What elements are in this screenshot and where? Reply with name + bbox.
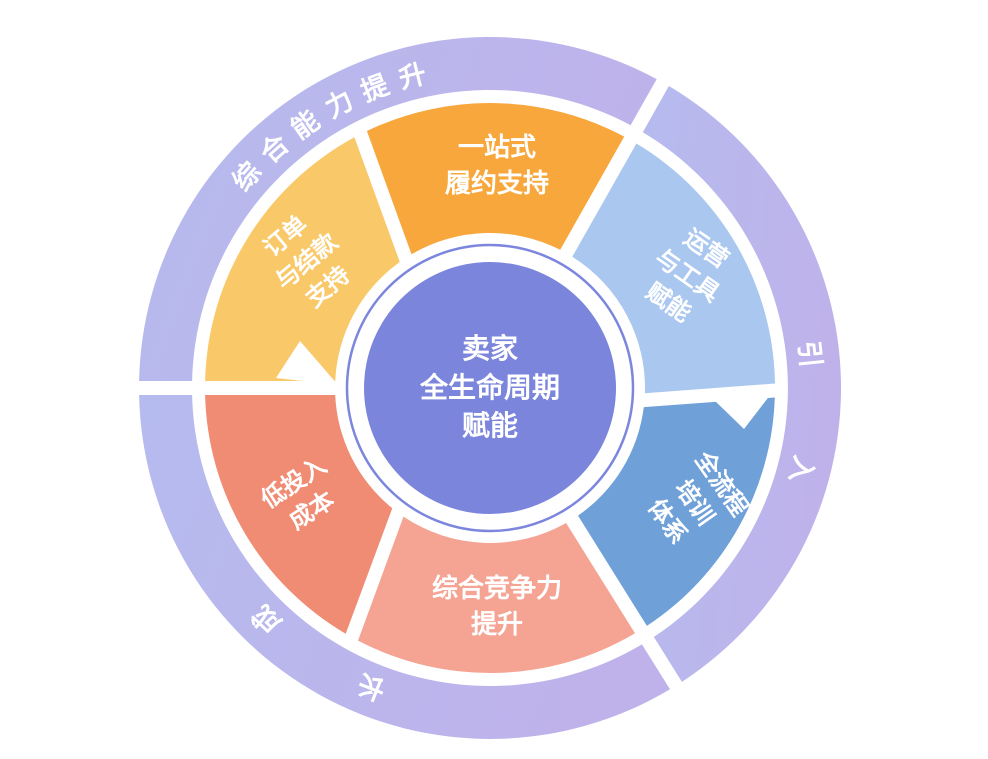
outer-arc-growth [139,395,671,739]
segment-low-cost [205,395,393,634]
segment-label-competitiveness: 综合竞争力提升 [432,571,562,643]
center-circle [364,262,616,514]
segment-label-fulfillment: 一站式履约支持 [445,130,549,202]
label-line: 一站式 [457,132,537,163]
outer-ring [139,37,842,739]
segment-operations [572,143,775,394]
flow-arrow-into-orders [276,341,338,385]
segment-fulfillment [366,103,625,255]
flow-arrows [276,341,774,429]
segment-orders [205,137,400,381]
flow-arrow-into-training [714,390,774,429]
outer-label-char: 引 [793,339,827,370]
label-line: 提升 [470,609,524,639]
label-line: 卖家 [461,333,519,365]
outer-arc-capability [139,37,657,382]
segment-training [578,397,775,626]
label-line: 赋能 [461,410,519,442]
outer-arc-onboarding [642,86,842,682]
center-label: 卖家全生命周期赋能 [420,330,560,446]
center-accent-ring [345,243,635,533]
label-line: 全生命周期 [419,371,561,403]
segment-competitiveness [358,516,635,673]
middle-ring-segments [205,103,775,673]
label-line: 履约支持 [444,168,550,198]
label-line: 综合竞争力 [431,573,563,604]
